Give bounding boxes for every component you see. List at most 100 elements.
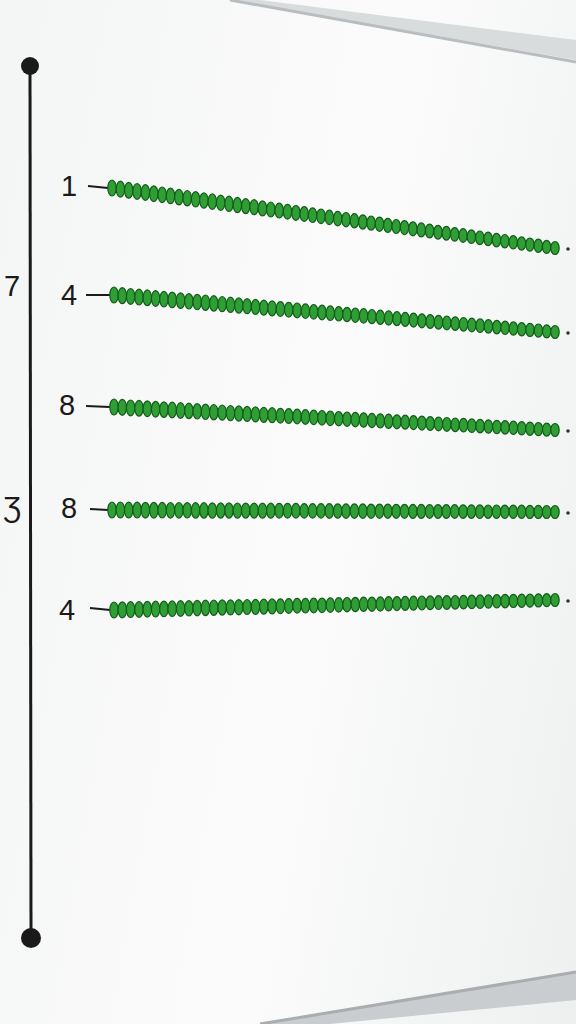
green-bead	[143, 290, 151, 306]
green-bead	[326, 411, 334, 426]
green-bead	[210, 296, 218, 311]
green-bead	[185, 294, 193, 309]
green-bead	[285, 409, 293, 424]
green-bead	[283, 503, 291, 518]
green-bead	[326, 598, 334, 613]
green-bead	[368, 413, 376, 427]
green-bead	[166, 188, 174, 204]
green-bead	[208, 503, 216, 518]
green-bead	[484, 595, 492, 608]
green-bead	[308, 504, 316, 519]
green-bead	[350, 214, 358, 228]
green-bead	[292, 206, 300, 221]
green-bead	[275, 503, 283, 518]
green-bead	[318, 305, 326, 320]
green-bead	[375, 504, 383, 518]
green-bead	[166, 503, 174, 519]
green-bead	[191, 503, 199, 518]
green-bead	[301, 304, 309, 319]
green-bead	[351, 412, 359, 426]
end-dot	[566, 599, 570, 603]
green-bead	[376, 310, 384, 324]
green-bead	[534, 594, 542, 607]
green-bead	[158, 502, 166, 518]
green-bead	[501, 505, 509, 518]
green-bead	[334, 211, 342, 225]
green-bead	[235, 600, 243, 615]
green-bead	[135, 289, 143, 305]
green-bead	[218, 405, 226, 420]
green-bead	[235, 298, 243, 313]
green-bead	[318, 411, 326, 426]
green-bead	[501, 421, 509, 434]
green-bead	[301, 598, 309, 613]
green-bead	[476, 505, 484, 519]
green-bead	[268, 408, 276, 423]
green-bead	[442, 226, 450, 240]
end-dot	[566, 247, 570, 251]
green-bead	[201, 404, 209, 419]
green-bead	[308, 208, 316, 223]
green-bead	[183, 191, 191, 206]
green-bead	[118, 602, 126, 618]
green-bead	[467, 230, 475, 244]
green-bead	[283, 204, 291, 219]
green-bead	[267, 503, 275, 518]
green-bead	[160, 601, 168, 617]
green-bead	[191, 192, 199, 207]
green-bead	[468, 595, 476, 609]
green-bead	[151, 401, 159, 417]
green-bead	[359, 504, 367, 518]
green-bead	[293, 409, 301, 424]
green-bead	[276, 599, 284, 614]
green-bead	[335, 307, 343, 321]
green-bead	[551, 506, 559, 519]
green-bead	[250, 200, 258, 215]
green-bead	[501, 321, 509, 334]
green-bead	[143, 401, 151, 417]
green-bead	[342, 504, 350, 518]
leader-dash	[86, 406, 110, 407]
green-bead	[268, 301, 276, 316]
green-bead	[384, 504, 392, 518]
leader-dash	[86, 294, 110, 296]
green-bead	[201, 295, 209, 310]
green-bead	[135, 400, 143, 416]
green-bead	[168, 292, 176, 308]
green-bead	[226, 297, 234, 312]
green-bead	[325, 210, 333, 225]
green-bead	[392, 220, 400, 234]
green-bead	[343, 307, 351, 321]
green-bead	[108, 180, 116, 196]
green-bead	[310, 305, 318, 320]
green-bead	[185, 601, 193, 616]
green-bead	[393, 597, 401, 611]
green-bead	[217, 195, 225, 210]
green-bead	[317, 504, 325, 519]
green-bead	[133, 184, 141, 200]
green-bead	[459, 418, 467, 432]
green-bead	[150, 186, 158, 202]
axis-label: 7	[4, 272, 20, 301]
green-bead	[434, 596, 442, 610]
green-bead	[233, 197, 241, 212]
green-bead	[126, 400, 134, 416]
green-bead	[393, 312, 401, 326]
green-bead	[501, 235, 509, 248]
green-bead	[260, 407, 268, 422]
green-bead	[175, 503, 183, 519]
green-bead	[251, 599, 259, 614]
green-bead	[301, 410, 309, 425]
green-bead	[418, 314, 426, 328]
row-number: 8	[61, 494, 77, 523]
green-bead	[517, 237, 525, 250]
green-bead	[509, 505, 517, 518]
green-bead	[151, 601, 159, 617]
green-bead	[384, 218, 392, 232]
green-bead	[484, 505, 492, 518]
green-bead	[384, 311, 392, 325]
green-bead	[285, 302, 293, 317]
green-bead	[443, 596, 451, 610]
green-bead	[434, 505, 442, 519]
